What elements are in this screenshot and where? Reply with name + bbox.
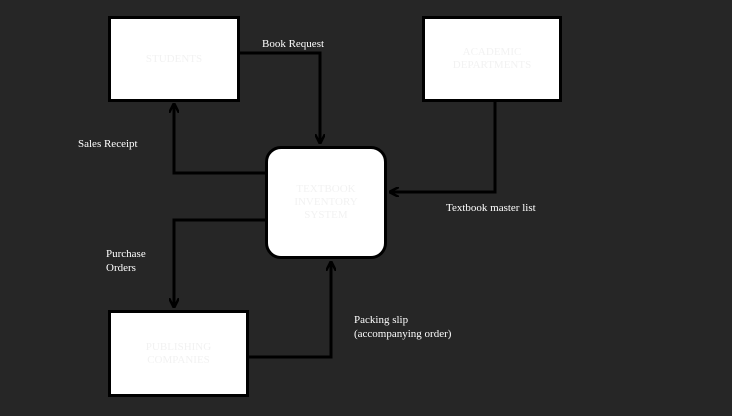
students-entity: STUDENTS [108, 16, 240, 102]
textbook-inventory-system-process: TEXTBOOK INVENTORY SYSTEM [265, 146, 387, 259]
process-label: TEXTBOOK INVENTORY SYSTEM [294, 183, 358, 221]
flow-arrow-sales-receipt [174, 104, 266, 175]
sales-receipt-label: Sales Receipt [78, 138, 138, 150]
flow-arrow-book-request [239, 51, 320, 143]
purchase-orders-label: Purchase Orders [106, 248, 146, 274]
students-entity-label: STUDENTS [145, 52, 203, 65]
academic-departments-entity-label: ACADEMIC DEPARTMENTS [452, 46, 532, 71]
book-request-label: Book Request [262, 38, 325, 50]
textbook-master-list-label: Textbook master list [446, 202, 536, 214]
flow-arrow-textbook-master-list [390, 101, 497, 192]
academic-departments-entity: ACADEMIC DEPARTMENTS [422, 16, 562, 102]
flow-arrow-purchase-orders [174, 218, 266, 307]
publishing-companies-entity: PUBLISHING COMPANIES [108, 310, 249, 397]
publishing-companies-entity-label: PUBLISHING COMPANIES [145, 340, 212, 366]
flow-arrow-packing-slip [248, 262, 331, 359]
packing-slip-label: Packing slip (accompanying order) [354, 314, 452, 340]
